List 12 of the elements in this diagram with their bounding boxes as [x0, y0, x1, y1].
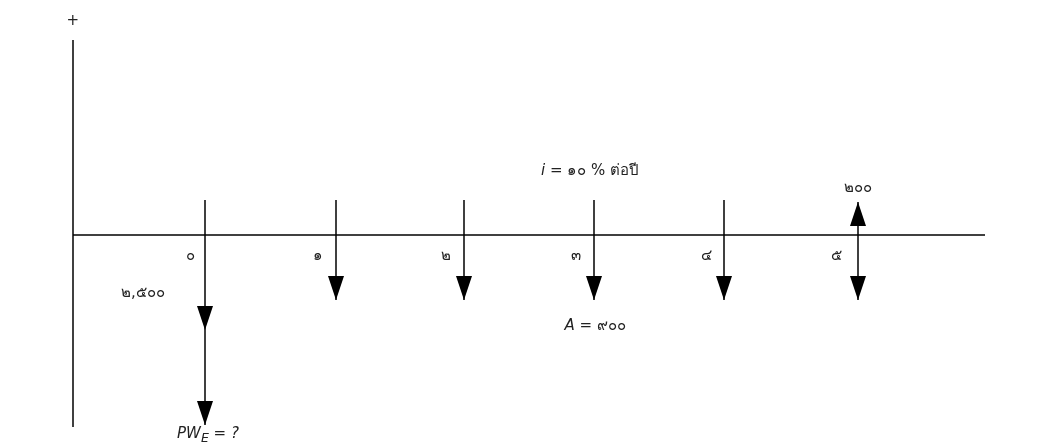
- amount-label: A = ๙๐๐: [564, 316, 626, 334]
- amount-label: ๒๐๐: [844, 178, 872, 196]
- period-number: ๓: [571, 246, 581, 264]
- plus-sign: +: [66, 11, 80, 29]
- period-number: ๐: [185, 246, 195, 264]
- present-worth-label: PW$_{E}$ = ?: [177, 424, 239, 447]
- period-number: ๑: [313, 246, 323, 264]
- period-number: ๕: [830, 246, 842, 264]
- period-number: ๒: [441, 246, 451, 264]
- period-number: ๔: [700, 246, 712, 264]
- interest-rate-label: i = ๑๐ % ต่อปี: [541, 161, 640, 179]
- amount-label: ๒,๕๐๐: [121, 283, 165, 301]
